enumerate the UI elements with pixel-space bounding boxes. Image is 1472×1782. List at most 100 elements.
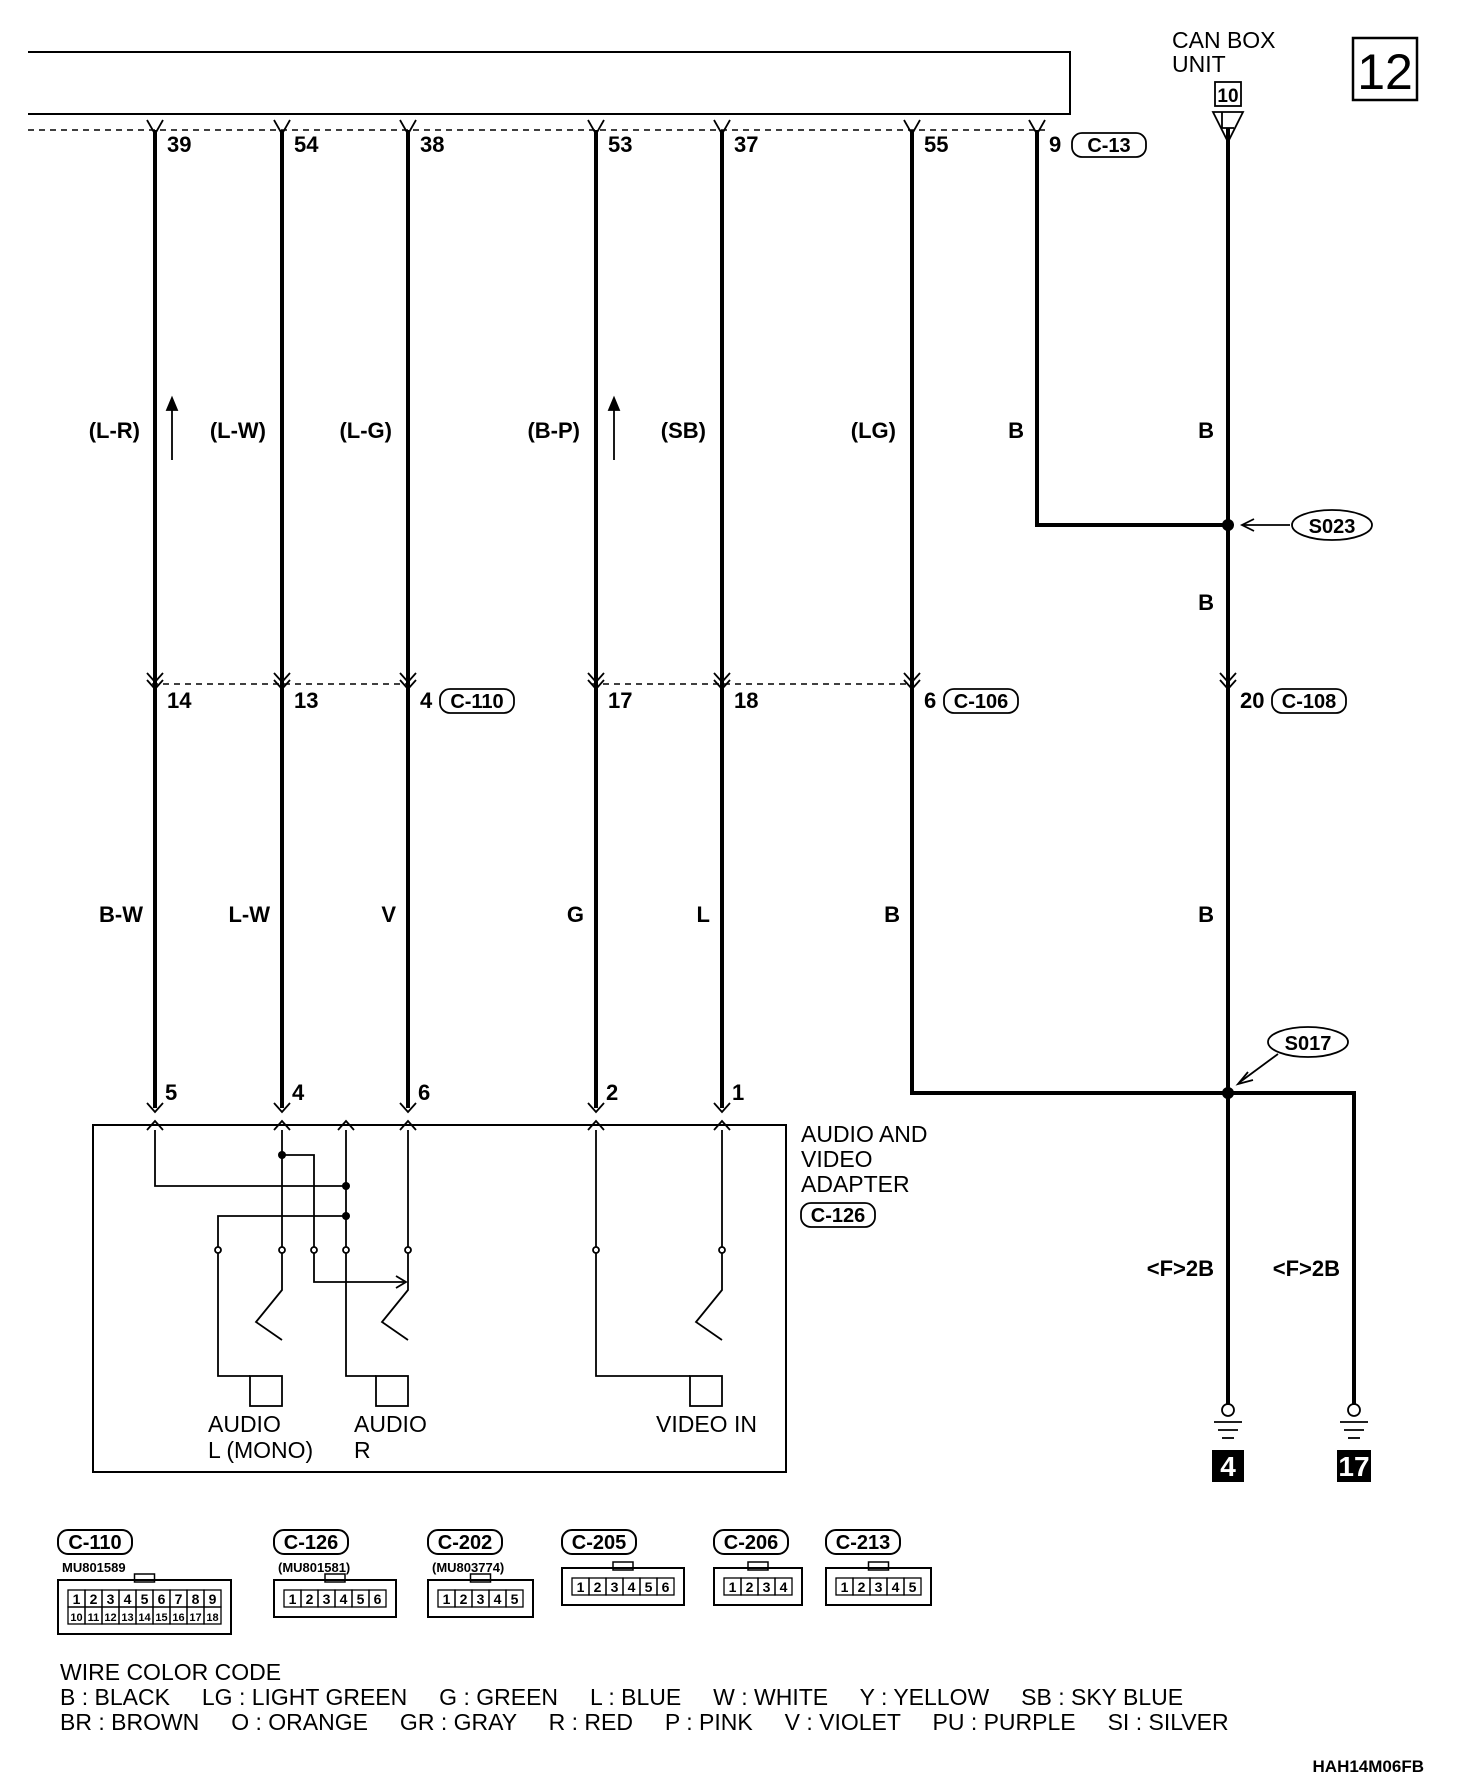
direction-arrow-head <box>165 395 179 411</box>
tag-c108-box <box>1271 688 1347 714</box>
connector-pin-number: 2 <box>594 1579 602 1595</box>
adapter-title-2: VIDEO <box>801 1146 873 1172</box>
pin-terminal <box>1028 119 1046 136</box>
adapter-pin-6: 6 <box>418 1080 430 1105</box>
pin-terminal <box>713 119 731 136</box>
top-pin-37: 37 <box>734 132 758 157</box>
connector-pin-number: 2 <box>90 1591 98 1607</box>
mid-pin-4: 4 <box>420 688 433 713</box>
connector-pin-number: 5 <box>909 1579 917 1595</box>
switch-symbol <box>380 1252 409 1341</box>
top-pin-54: 54 <box>294 132 319 157</box>
splice-s017-callout <box>1267 1026 1349 1058</box>
connector-pin-number: 3 <box>611 1579 619 1595</box>
connector-name: C-202 <box>438 1532 492 1554</box>
connector-cavity <box>368 1589 387 1608</box>
connector-cavity <box>774 1577 793 1596</box>
switch-symbol <box>694 1252 723 1341</box>
connector-pin-number: 2 <box>460 1591 468 1607</box>
adapter-terminal <box>273 1102 291 1131</box>
page-number: 12 <box>1357 44 1413 100</box>
splice-s023-label: S023 <box>1309 516 1356 538</box>
wire-55 <box>910 130 1228 1095</box>
audio-r-label-1: AUDIO <box>354 1411 427 1437</box>
mid-pin-18: 18 <box>734 688 758 713</box>
connector-pin-number: 1 <box>577 1579 585 1595</box>
connector-pin-number: 4 <box>340 1591 348 1607</box>
connector-pin-number: 6 <box>158 1591 166 1607</box>
connector-name: C-110 <box>68 1532 121 1554</box>
adapter-internal-wire <box>217 1215 346 1250</box>
terminal-dot <box>278 1246 286 1254</box>
jack-video-in <box>689 1375 723 1407</box>
jack-wire <box>345 1252 376 1377</box>
mid-terminal <box>273 672 291 691</box>
splice-s023-callout <box>1291 509 1373 541</box>
tag-c110-box <box>439 688 515 714</box>
connector-pin-number: 8 <box>192 1591 200 1607</box>
terminal-dot <box>592 1246 600 1254</box>
connector-latch <box>133 1573 156 1583</box>
connector-name: C-206 <box>724 1532 778 1554</box>
connector-cavity <box>656 1577 675 1596</box>
connector-cavity <box>203 1606 222 1625</box>
wire-ground-17 <box>1228 1091 1356 1405</box>
connector-pin-number: 5 <box>141 1591 149 1607</box>
terminal-dot <box>342 1246 350 1254</box>
top-color-37: (SB) <box>661 418 706 443</box>
connector-face-outline <box>713 1567 803 1606</box>
tag-c13: C-13 <box>1087 135 1130 157</box>
connector-name: C-205 <box>572 1532 626 1554</box>
mid-terminal <box>146 672 164 691</box>
connector-pin-number: 5 <box>357 1591 365 1607</box>
connector-pin-number: 3 <box>107 1591 115 1607</box>
wire-color-code-line-1: B : BLACK LG : LIGHT GREEN G : GREEN L :… <box>60 1684 1183 1710</box>
adapter-title-1: AUDIO AND <box>801 1121 928 1147</box>
mid-pin-6: 6 <box>924 688 936 713</box>
bottom-color-37: L <box>697 902 710 927</box>
connector-pin-number: 2 <box>306 1591 314 1607</box>
connector-pin-number: 6 <box>662 1579 670 1595</box>
can-terminal-number: 10 <box>1217 86 1238 107</box>
connector-tag-box <box>57 1529 133 1555</box>
terminal-dot <box>310 1246 318 1254</box>
tag-c126-box <box>800 1202 876 1228</box>
adapter-internal-wire <box>154 1130 346 1187</box>
jack-wire <box>217 1252 250 1377</box>
connector-pin-number: 10 <box>70 1612 82 1624</box>
bottom-color-55: B <box>884 902 900 927</box>
wire-9 <box>1035 130 1228 527</box>
connector-pin-number: 3 <box>477 1591 485 1607</box>
splice-dot-s017 <box>1222 1087 1234 1099</box>
connector-pin-number: 1 <box>443 1591 451 1607</box>
connector-name: C-126 <box>284 1532 338 1554</box>
tag-c106: C-106 <box>954 691 1008 713</box>
connector-pin-number: 1 <box>729 1579 737 1595</box>
mid-pin-17: 17 <box>608 688 632 713</box>
connector-tag-box <box>427 1529 503 1555</box>
connector-pin-number: 9 <box>209 1591 217 1607</box>
adapter-pin-2: 2 <box>606 1080 618 1105</box>
connector-pin-number: 16 <box>172 1612 184 1624</box>
ground-terminal <box>1347 1403 1361 1417</box>
adapter-box <box>92 1124 787 1473</box>
splice-dot-s023 <box>1222 519 1234 531</box>
adapter-terminal <box>587 1102 605 1131</box>
connector-part-number: (MU803774) <box>432 1560 504 1575</box>
connector-pin-number: 4 <box>124 1591 132 1607</box>
ground-4-box <box>1212 1450 1244 1482</box>
top-pin-39: 39 <box>167 132 191 157</box>
connector-face-outline <box>427 1579 534 1618</box>
connector-latch <box>469 1573 492 1583</box>
mid-terminal <box>587 672 605 691</box>
top-color-39: (L-R) <box>89 418 140 443</box>
can-box-label-2: UNIT <box>1172 51 1226 77</box>
splice-s017-pointer <box>1239 1053 1279 1083</box>
bottom-color-54: L-W <box>228 902 270 927</box>
can-terminal-symbol <box>1211 111 1245 145</box>
terminal-dot <box>718 1246 726 1254</box>
tag-c108: C-108 <box>1282 691 1336 713</box>
mid-pin-14: 14 <box>167 688 192 713</box>
wire-color-code-line-2: BR : BROWN O : ORANGE GR : GRAY R : RED … <box>60 1709 1229 1735</box>
